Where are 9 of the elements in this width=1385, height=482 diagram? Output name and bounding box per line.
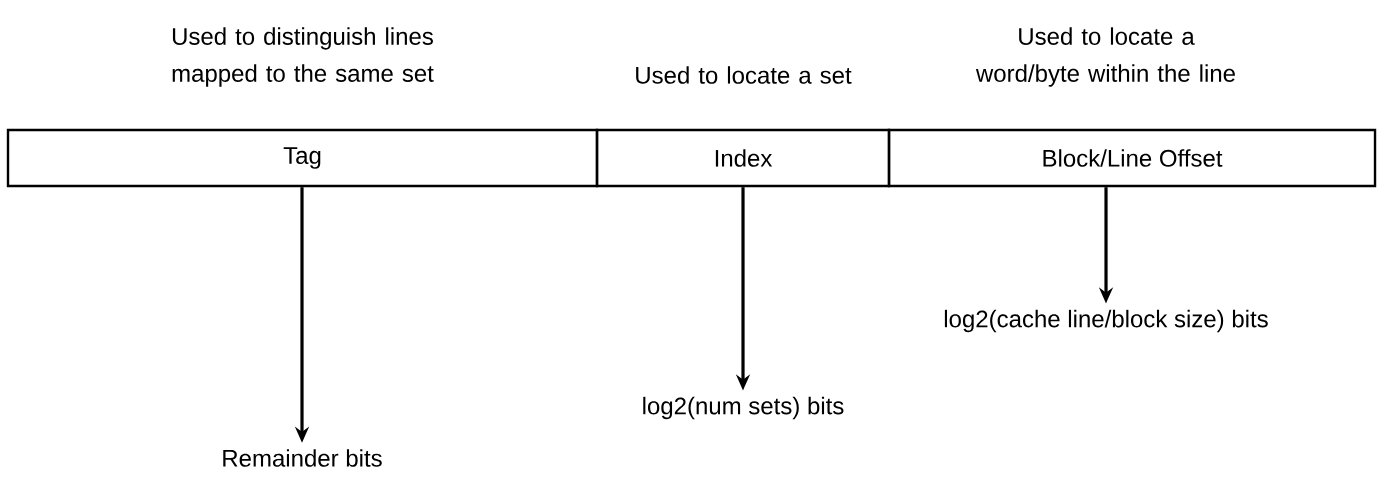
field-box: Block/Line Offset [887, 128, 1377, 188]
bit-count-label: Remainder bits [223, 449, 382, 467]
bit-count-label: log2(cache line/block size) bits [944, 309, 1268, 333]
field-description: Used to distinguish lines mapped to the same set [172, 27, 434, 87]
field-description: Used to locate a set [636, 66, 852, 84]
field-box: Index [595, 128, 891, 188]
field-box: Tag [6, 128, 599, 188]
bit-count-label: log2(num sets) bits [643, 396, 844, 420]
field-description: Used to locate a word/byte within the line [975, 27, 1235, 87]
